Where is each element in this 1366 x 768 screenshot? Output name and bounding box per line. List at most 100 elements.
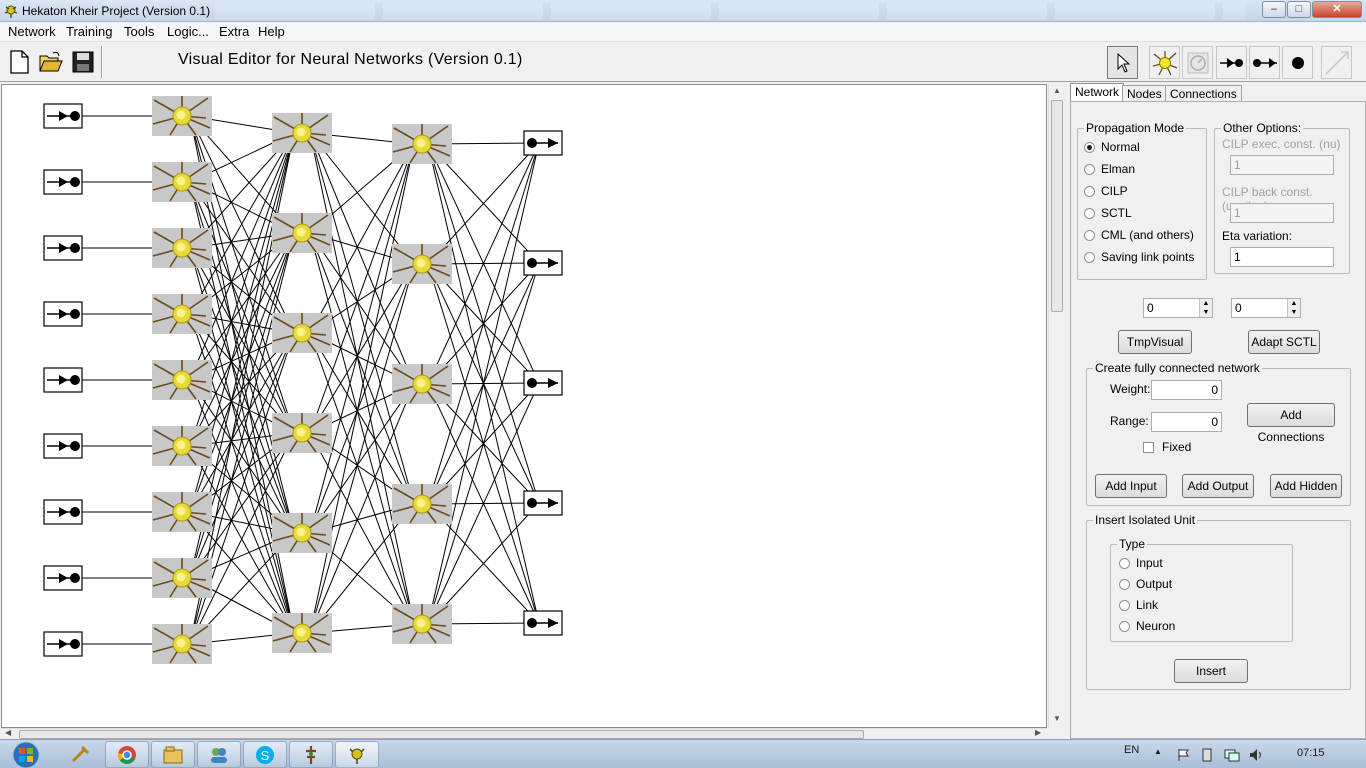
cilp-back-field[interactable]: 1	[1230, 203, 1334, 223]
input-unit[interactable]	[43, 103, 83, 129]
output-unit-tool-button[interactable]	[1249, 46, 1280, 79]
range-field[interactable]: 0	[1151, 412, 1222, 432]
network-tray-icon[interactable]	[1224, 748, 1240, 762]
minimize-button[interactable]: –	[1262, 1, 1286, 18]
save-button[interactable]	[69, 47, 97, 77]
start-orb-icon[interactable]	[8, 740, 44, 768]
link-point-tool-button[interactable]	[1282, 46, 1313, 79]
tmpvisual-button[interactable]: TmpVisual	[1118, 330, 1192, 354]
scroll-down-icon[interactable]: ▼	[1053, 714, 1061, 723]
tray-expand-icon[interactable]: ▲	[1154, 747, 1162, 756]
left-spinner[interactable]: 0 ▲ ▼	[1143, 298, 1213, 318]
radio-sctl[interactable]: SCTL	[1084, 206, 1132, 220]
input-unit[interactable]	[43, 235, 83, 261]
neuron-unit[interactable]	[392, 484, 452, 524]
device-tray-icon[interactable]	[1200, 748, 1214, 762]
radio-saving-link-points[interactable]: Saving link points	[1084, 250, 1194, 264]
neuron-unit[interactable]	[152, 558, 212, 598]
output-unit[interactable]	[523, 370, 563, 396]
output-unit[interactable]	[523, 250, 563, 276]
neuron-unit[interactable]	[272, 113, 332, 153]
menu-help[interactable]: Help	[258, 24, 285, 39]
insert-button[interactable]: Insert	[1174, 659, 1248, 683]
radio-type-neuron[interactable]: Neuron	[1119, 619, 1175, 633]
neuron-unit[interactable]	[272, 213, 332, 253]
language-indicator[interactable]: EN	[1124, 744, 1140, 756]
neuron-unit[interactable]	[152, 228, 212, 268]
fixed-checkbox[interactable]: Fixed	[1143, 440, 1191, 454]
close-button[interactable]: ✕	[1312, 1, 1362, 18]
neuron-unit[interactable]	[272, 513, 332, 553]
add-hidden-button[interactable]: Add Hidden	[1270, 474, 1342, 498]
input-unit[interactable]	[43, 499, 83, 525]
radio-type-input[interactable]: Input	[1119, 556, 1163, 570]
taskbar-hekaton-cross[interactable]	[289, 741, 333, 768]
add-output-button[interactable]: Add Output	[1182, 474, 1254, 498]
neuron-unit[interactable]	[152, 426, 212, 466]
neuron-unit[interactable]	[152, 624, 212, 664]
canvas-horizontal-scrollbar[interactable]: ◀ ▶	[1, 728, 1047, 739]
spinner-up-icon[interactable]: ▲	[1199, 299, 1212, 308]
neuron-unit[interactable]	[152, 360, 212, 400]
eta-variation-field[interactable]: 1	[1230, 247, 1334, 267]
clock[interactable]: 07:15	[1297, 747, 1325, 759]
vertical-scroll-thumb[interactable]	[1051, 100, 1063, 312]
tab-nodes[interactable]: Nodes	[1122, 85, 1167, 102]
taskbar-contacts[interactable]	[197, 741, 241, 768]
adapt-sctl-button[interactable]: Adapt SCTL	[1248, 330, 1320, 354]
input-unit[interactable]	[43, 169, 83, 195]
input-unit[interactable]	[43, 301, 83, 327]
radio-cml[interactable]: CML (and others)	[1084, 228, 1194, 242]
radio-cilp[interactable]: CILP	[1084, 184, 1128, 198]
neuron-unit[interactable]	[152, 162, 212, 202]
menu-extra[interactable]: Extra	[219, 24, 250, 39]
taskbar-skype[interactable]: S	[243, 741, 287, 768]
radio-type-output[interactable]: Output	[1119, 577, 1172, 591]
open-file-button[interactable]	[37, 47, 65, 77]
output-unit[interactable]	[523, 130, 563, 156]
radio-normal[interactable]: Normal	[1084, 140, 1140, 154]
add-connections-button[interactable]: Add Connections	[1247, 403, 1335, 444]
output-unit[interactable]	[523, 610, 563, 636]
neuron-unit[interactable]	[272, 313, 332, 353]
menu-tools[interactable]: Tools	[124, 24, 155, 39]
neuron-unit[interactable]	[392, 364, 452, 404]
scroll-left-icon[interactable]: ◀	[5, 728, 12, 737]
action-center-flag-icon[interactable]	[1176, 748, 1190, 762]
neuron-unit[interactable]	[152, 492, 212, 532]
output-unit[interactable]	[523, 490, 563, 516]
spinner-up-icon[interactable]: ▲	[1287, 299, 1300, 308]
taskbar-hekaton-app[interactable]	[335, 741, 379, 768]
maximize-button[interactable]: □	[1287, 1, 1311, 18]
neuron-unit[interactable]	[272, 413, 332, 453]
menu-network[interactable]: Network	[8, 24, 56, 39]
neural-network-diagram[interactable]	[2, 85, 1047, 728]
clock-tool-button[interactable]	[1182, 46, 1213, 79]
neuron-unit[interactable]	[152, 96, 212, 136]
input-unit[interactable]	[43, 433, 83, 459]
neuron-unit[interactable]	[392, 124, 452, 164]
menu-logic[interactable]: Logic...	[167, 24, 209, 39]
add-input-button[interactable]: Add Input	[1095, 474, 1167, 498]
neuron-unit[interactable]	[392, 244, 452, 284]
input-unit[interactable]	[43, 367, 83, 393]
volume-icon[interactable]	[1249, 748, 1265, 762]
spinner-down-icon[interactable]: ▼	[1199, 308, 1212, 317]
taskbar-explorer[interactable]	[151, 741, 195, 768]
menu-training[interactable]: Training	[66, 24, 113, 39]
horizontal-scroll-thumb[interactable]	[19, 730, 864, 739]
taskbar-pinned-tool[interactable]	[58, 741, 102, 768]
input-unit[interactable]	[43, 565, 83, 591]
spinner-down-icon[interactable]: ▼	[1287, 308, 1300, 317]
radio-elman[interactable]: Elman	[1084, 162, 1135, 176]
scroll-right-icon[interactable]: ▶	[1035, 728, 1042, 737]
cilp-exec-field[interactable]: 1	[1230, 155, 1334, 175]
neuron-tool-button[interactable]	[1149, 46, 1180, 79]
tab-connections[interactable]: Connections	[1165, 85, 1242, 102]
radio-type-link[interactable]: Link	[1119, 598, 1158, 612]
weight-field[interactable]: 0	[1151, 380, 1222, 400]
right-spinner[interactable]: 0 ▲ ▼	[1231, 298, 1301, 318]
taskbar-chrome[interactable]	[105, 741, 149, 768]
neuron-unit[interactable]	[272, 613, 332, 653]
tab-network[interactable]: Network	[1070, 83, 1125, 102]
